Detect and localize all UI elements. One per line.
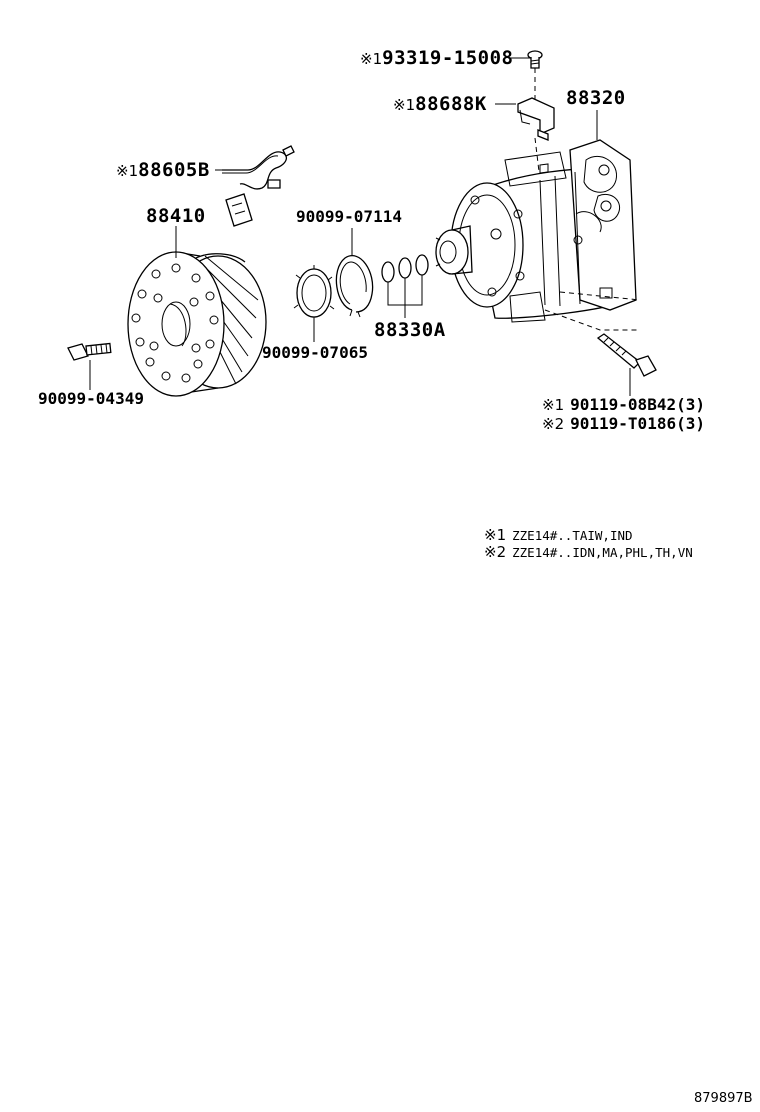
compressor-label: 88320 — [566, 87, 626, 109]
screw-label: ※193319-15008 — [360, 47, 513, 69]
shims-label: 88330A — [374, 319, 446, 341]
compressor-drawing — [435, 139, 641, 331]
mount-bolt-drawing — [596, 333, 657, 377]
pulley-label: 88410 — [146, 205, 206, 227]
pulley-drawing — [127, 251, 267, 397]
snap-ring-inner-label: 90099-07065 — [262, 343, 368, 362]
shims-drawing — [381, 254, 429, 306]
snap-ring-outer-label: 90099-07114 — [296, 207, 402, 226]
bracket-drawing — [517, 97, 555, 141]
snap-ring-outer-drawing — [335, 255, 374, 318]
figure-code: 879897B — [694, 1091, 753, 1106]
bracket-label: ※188688K — [393, 93, 487, 115]
pulley-bolt-label: 90099-04349 — [38, 389, 144, 408]
screw-drawing — [527, 50, 543, 69]
wire-label: ※188605B — [116, 159, 210, 181]
snap-ring-inner-drawing — [293, 265, 335, 321]
wire-harness-drawing — [222, 145, 295, 227]
pulley-bolt-drawing — [67, 342, 112, 361]
